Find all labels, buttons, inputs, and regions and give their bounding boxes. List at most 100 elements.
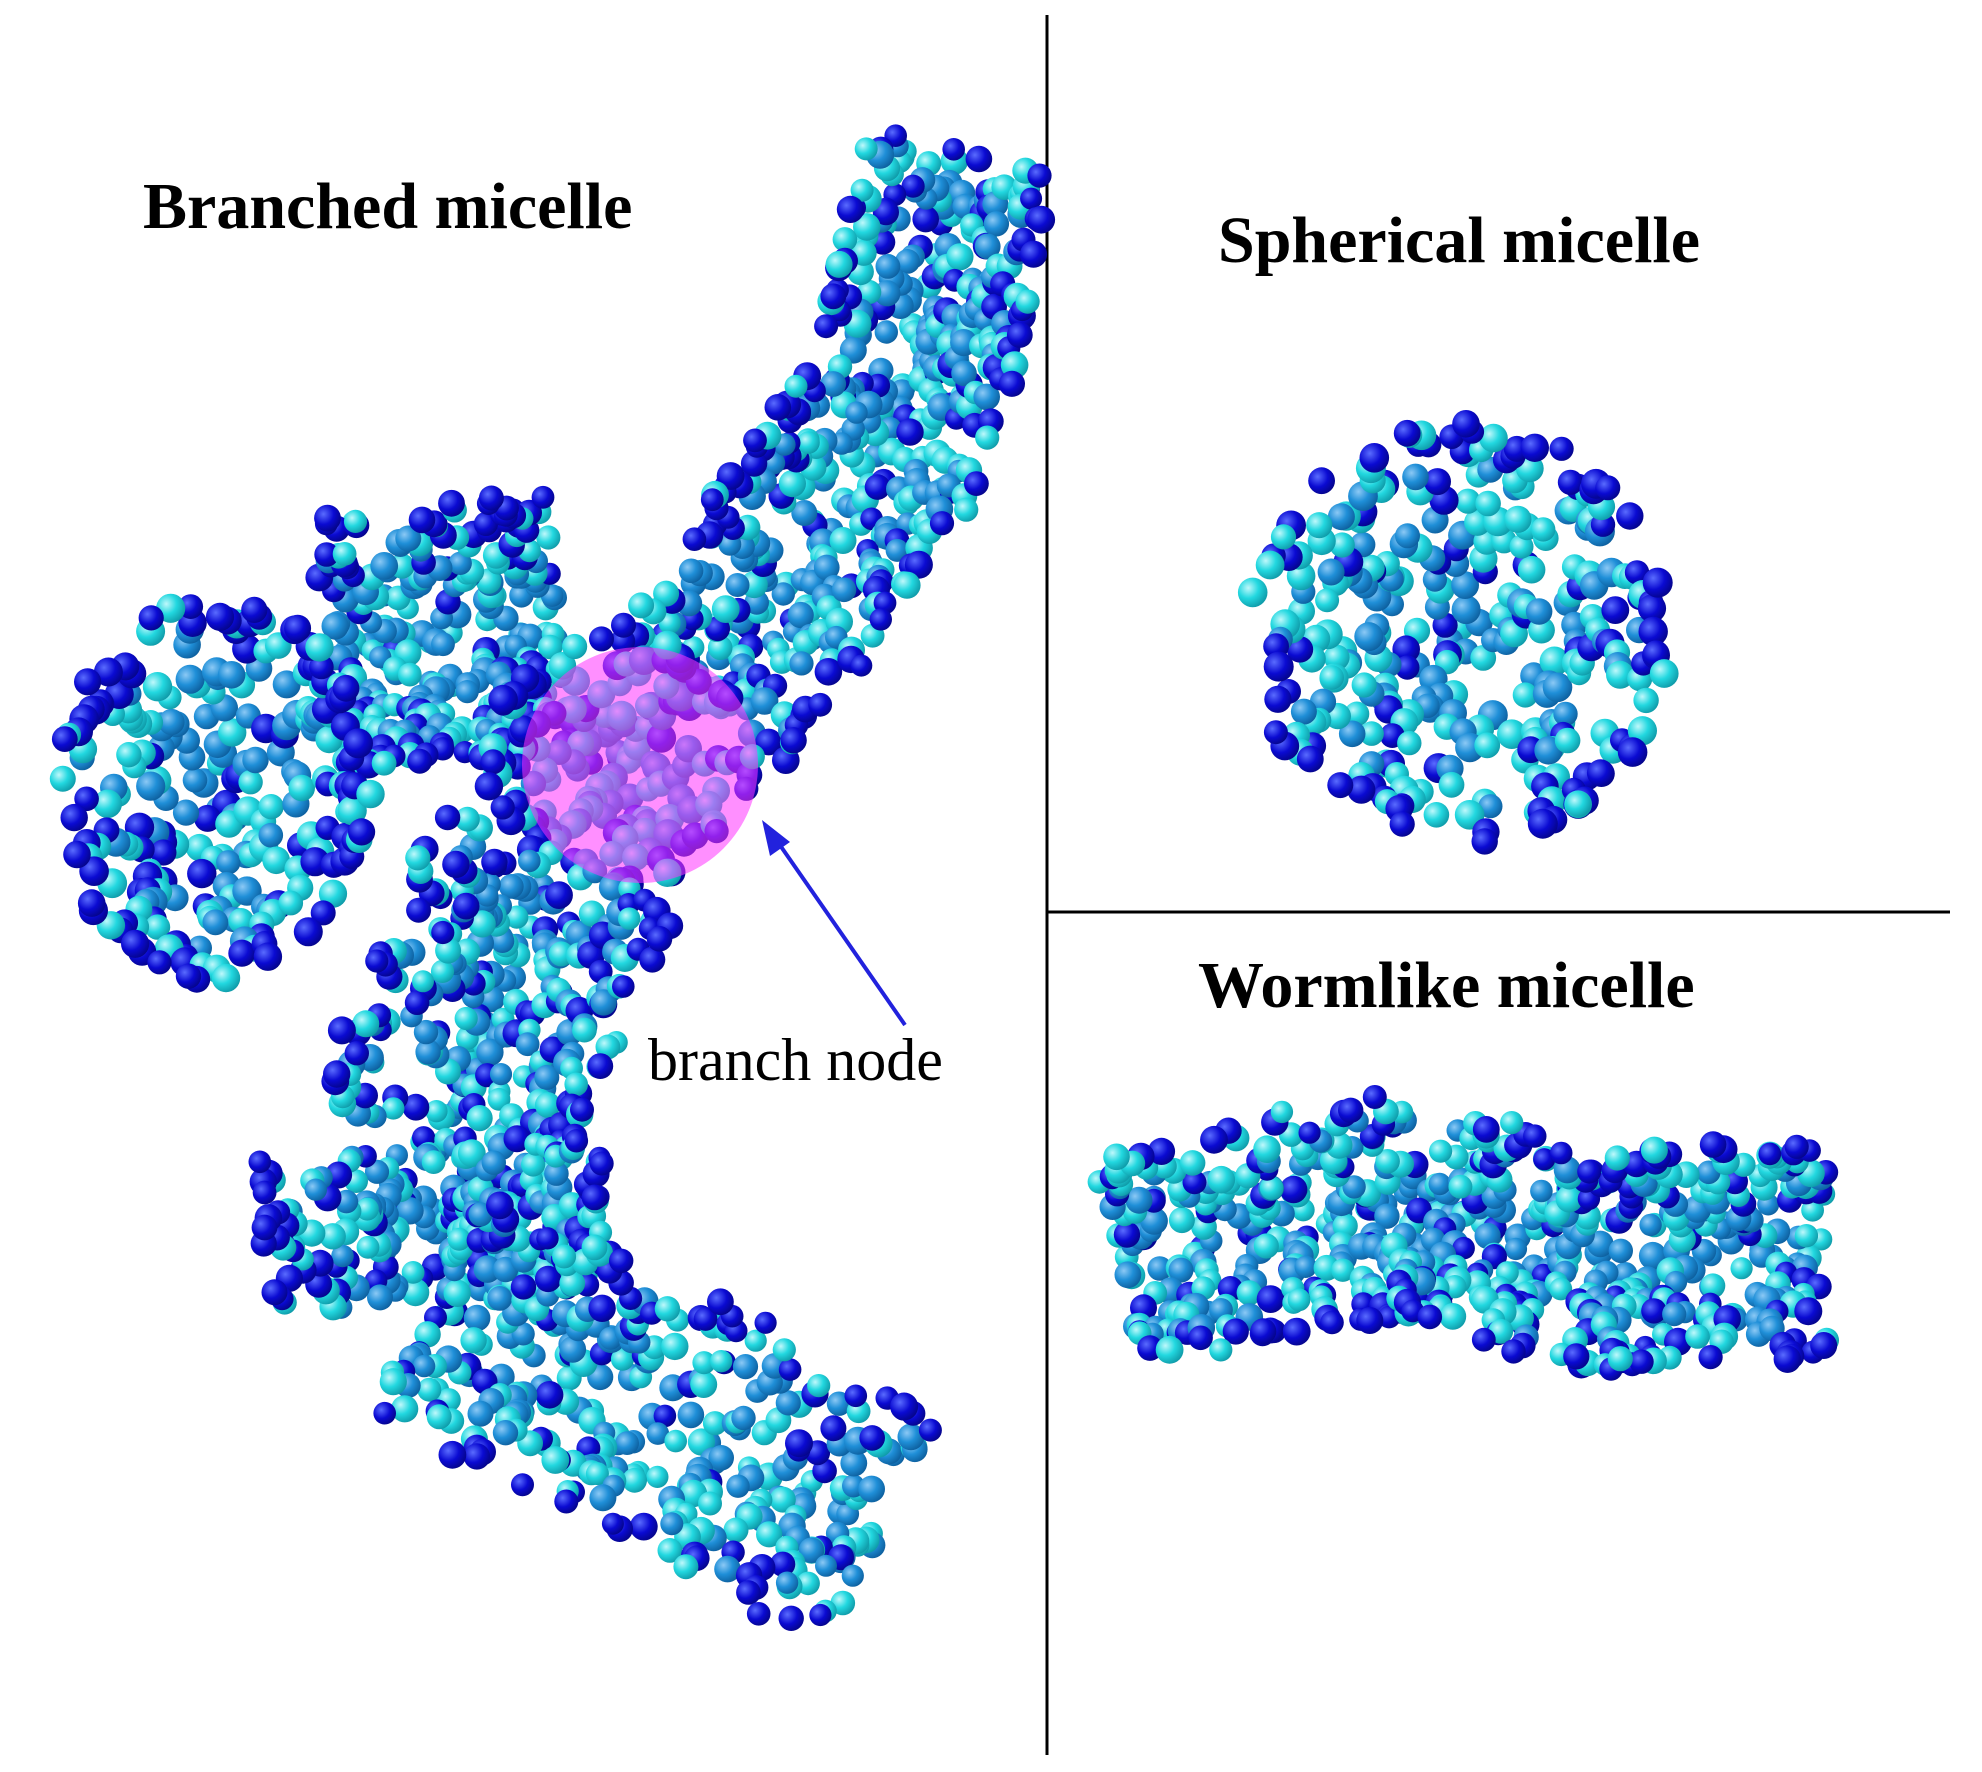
- branched-bead: [488, 684, 518, 715]
- branched-bead: [830, 1590, 856, 1616]
- branched-bead: [434, 804, 461, 831]
- branched-bead: [1019, 240, 1048, 268]
- branched-bead: [248, 1150, 272, 1174]
- spherical-bead: [1397, 730, 1422, 756]
- branched-bead: [468, 910, 496, 938]
- branched-bead: [853, 213, 881, 241]
- wormlike-bead: [1501, 1339, 1526, 1364]
- wormlike-bead: [1549, 1141, 1573, 1165]
- branched-bead: [447, 1227, 471, 1251]
- branched-bead: [589, 1484, 617, 1512]
- branched-bead: [874, 280, 901, 307]
- wormlike-bead: [1209, 1338, 1233, 1362]
- branched-bead: [314, 542, 339, 567]
- wormlike-bead: [1794, 1297, 1823, 1326]
- branched-bead: [238, 770, 263, 795]
- branched-bead: [536, 1227, 559, 1250]
- wormlike-bead: [1222, 1318, 1249, 1345]
- branched-bead: [391, 1395, 419, 1423]
- spherical-bead: [1642, 567, 1673, 598]
- branched-bead: [692, 1351, 716, 1375]
- wormlike-bead: [1259, 1176, 1284, 1200]
- spherical-bead: [1393, 419, 1421, 447]
- wormlike-bead: [1641, 1298, 1667, 1324]
- branch-node-arrow: [762, 820, 907, 1027]
- wormlike-bead: [1374, 1203, 1400, 1229]
- branched-bead: [304, 1178, 327, 1201]
- wormlike-bead: [1500, 1111, 1524, 1135]
- spherical-bead: [1389, 811, 1415, 837]
- branched-bead: [864, 474, 891, 500]
- branched-bead: [831, 577, 857, 603]
- branched-bead: [426, 1404, 452, 1430]
- wormlike-micelle-beads: [1087, 1085, 1839, 1381]
- branched-bead: [421, 1150, 446, 1174]
- branched-bead: [175, 963, 202, 989]
- branched-bead: [489, 1063, 513, 1086]
- branched-bead: [589, 1151, 614, 1176]
- branched-bead: [874, 320, 898, 344]
- branched-bead: [764, 394, 792, 421]
- branched-bead: [657, 1538, 683, 1563]
- branched-bead: [348, 818, 376, 846]
- branched-bead: [975, 425, 1000, 450]
- branched-bead: [454, 1006, 478, 1031]
- branched-bead: [787, 601, 814, 629]
- branched-bead: [778, 470, 807, 498]
- branched-bead: [414, 1321, 441, 1348]
- spherical-bead: [1525, 598, 1553, 625]
- branched-bead: [401, 1261, 425, 1284]
- branched-bead: [778, 1605, 804, 1632]
- branched-bead: [974, 233, 1001, 260]
- spherical-bead: [1586, 759, 1615, 787]
- spherical-bead: [1402, 463, 1429, 491]
- branched-bead: [595, 1034, 621, 1060]
- branched-bead: [1020, 187, 1043, 210]
- wormlike-bead: [1125, 1186, 1153, 1214]
- branched-bead: [187, 858, 217, 889]
- branched-bead: [77, 889, 106, 917]
- branched-bead: [262, 846, 291, 875]
- branched-bead: [731, 1405, 756, 1431]
- branched-bead: [946, 243, 974, 271]
- branched-bead: [448, 551, 472, 575]
- branched-bead: [466, 1105, 493, 1132]
- wormlike-bead: [1474, 1222, 1501, 1249]
- branched-bead: [545, 881, 573, 909]
- branched-bead: [664, 1429, 687, 1453]
- branched-bead: [355, 1197, 379, 1221]
- branched-bead: [407, 748, 433, 774]
- branched-bead: [536, 525, 561, 550]
- branched-bead: [612, 975, 635, 998]
- branched-bead: [756, 1521, 783, 1548]
- branched-bead: [808, 692, 833, 717]
- branched-bead: [474, 772, 504, 801]
- wormlike-bead: [1356, 1307, 1384, 1334]
- branched-bead: [693, 1307, 718, 1331]
- wormlike-bead: [1555, 1185, 1584, 1213]
- branched-bead: [487, 1286, 513, 1311]
- branched-bead: [321, 612, 349, 640]
- spherical-bead: [1327, 772, 1354, 799]
- branched-bead: [478, 485, 504, 511]
- branched-bead: [138, 605, 164, 631]
- spherical-bead: [1354, 622, 1384, 652]
- branched-bead: [487, 1087, 511, 1111]
- branched-bead: [430, 959, 455, 984]
- branched-bead: [544, 1161, 569, 1186]
- branched-bead: [218, 718, 247, 747]
- wormlike-bead: [1604, 1145, 1630, 1171]
- branched-bead: [629, 1512, 658, 1541]
- spherical-bead: [1438, 771, 1465, 798]
- spherical-bead: [1423, 802, 1450, 828]
- spherical-micelle-beads: [1237, 410, 1679, 855]
- branched-micelle-title: Branched micelle: [143, 170, 632, 243]
- branched-bead: [769, 1486, 796, 1513]
- wormlike-bead: [1685, 1324, 1710, 1349]
- branched-bead: [431, 920, 455, 945]
- wormlike-bead: [1103, 1143, 1130, 1171]
- spherical-bead: [1290, 698, 1317, 725]
- wormlike-bead: [1147, 1137, 1176, 1165]
- branched-bead: [844, 1384, 868, 1408]
- branched-bead: [559, 1270, 586, 1297]
